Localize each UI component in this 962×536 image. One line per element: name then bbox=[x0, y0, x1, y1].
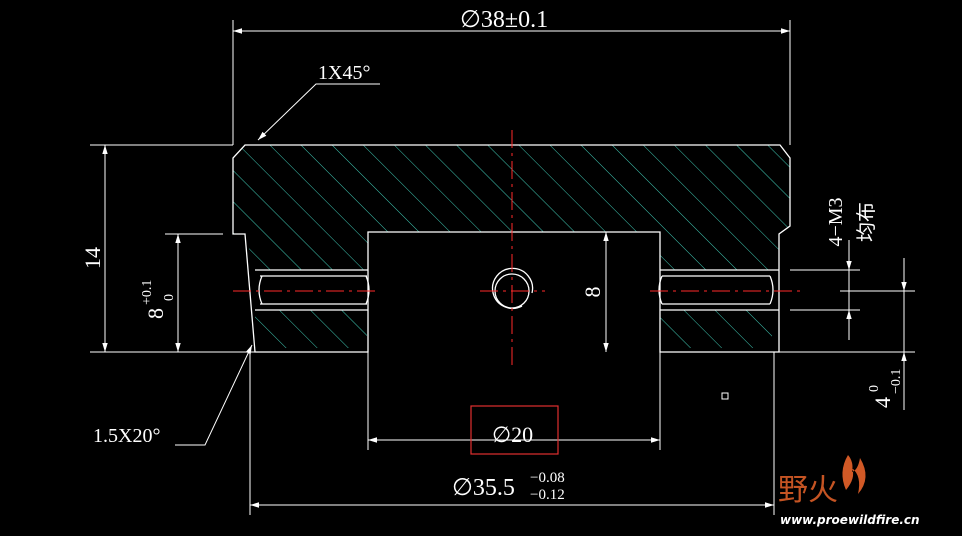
thread-note-label: 均布 bbox=[855, 202, 878, 242]
svg-text:0: 0 bbox=[162, 294, 177, 301]
center-threaded-hole bbox=[491, 267, 534, 310]
highlight-box bbox=[470, 405, 559, 455]
centerlines bbox=[233, 130, 800, 370]
chamfer-bottom-label: 1.5X20° bbox=[93, 425, 160, 447]
svg-text:+0.1: +0.1 bbox=[140, 280, 155, 305]
thread-callout-label: 4−M3 bbox=[825, 197, 847, 246]
svg-text:∅35.5: ∅35.5 bbox=[452, 475, 515, 501]
svg-text:−0.08: −0.08 bbox=[530, 470, 565, 486]
dim-inner-label: 8 +0.1 0 bbox=[140, 280, 177, 319]
chamfer-bottom-leader bbox=[175, 344, 253, 446]
svg-text:8: 8 bbox=[143, 308, 168, 319]
dim-height-label: 14 bbox=[80, 247, 105, 269]
svg-text:−0.12: −0.12 bbox=[530, 487, 565, 503]
chamfer-top-label: 1X45° bbox=[318, 62, 370, 84]
chamfer-top-leader bbox=[257, 83, 380, 141]
watermark: 野火 www.proewildfire.cn bbox=[778, 455, 920, 527]
watermark-url: www.proewildfire.cn bbox=[780, 513, 920, 527]
svg-text:0: 0 bbox=[867, 385, 882, 392]
dim-top-label: ∅38±0.1 bbox=[460, 7, 548, 33]
dim-pocket-label: 8 bbox=[580, 287, 605, 298]
svg-text:4: 4 bbox=[870, 397, 895, 408]
flame-icon bbox=[842, 455, 866, 494]
dim-bottom-label: ∅35.5 −0.08 −0.12 bbox=[452, 470, 565, 503]
dim-center-hole-label: ∅20 bbox=[492, 422, 533, 447]
watermark-cn: 野火 bbox=[778, 473, 838, 508]
part-outline bbox=[232, 144, 791, 353]
dim-right-label: 4 0 −0.1 bbox=[867, 369, 904, 408]
cursor-marker bbox=[721, 392, 729, 400]
svg-text:−0.1: −0.1 bbox=[889, 369, 904, 394]
